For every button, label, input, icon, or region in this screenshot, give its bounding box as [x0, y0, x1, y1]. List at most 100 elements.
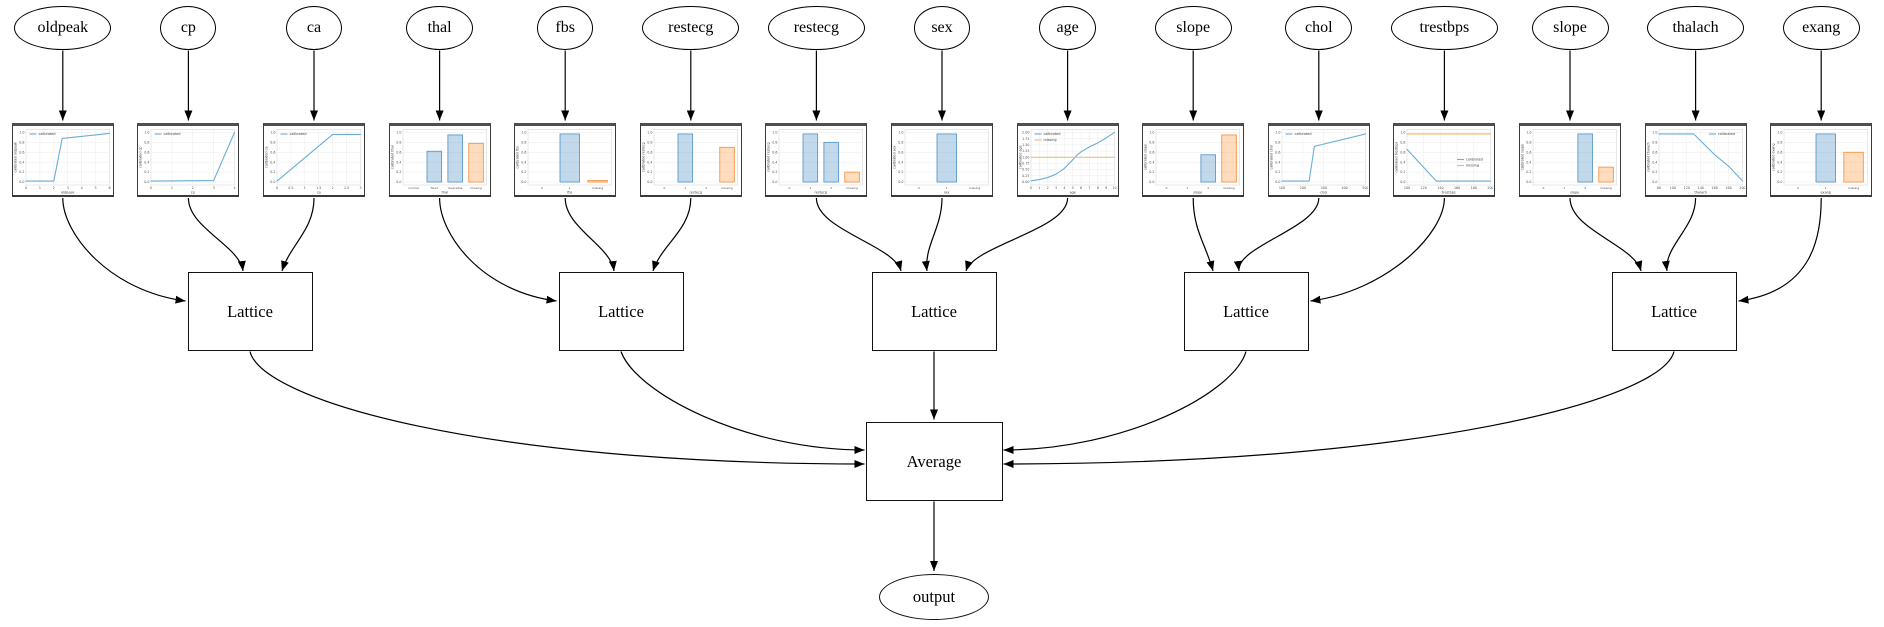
- edge-chart-to-lattice-5: [1738, 197, 1822, 304]
- svg-text:100: 100: [1279, 186, 1285, 190]
- svg-text:1: 1: [810, 186, 812, 190]
- svg-text:restecg: restecg: [815, 191, 828, 195]
- feature-label: thal: [427, 19, 452, 36]
- svg-text:slope: slope: [1570, 191, 1579, 195]
- svg-text:calibrated exang: calibrated exang: [1772, 143, 1776, 171]
- svg-text:calibrated ca: calibrated ca: [265, 147, 269, 168]
- svg-text:0: 0: [1166, 186, 1168, 190]
- svg-text:4: 4: [234, 186, 236, 190]
- svg-text:0.75: 0.75: [1022, 162, 1029, 166]
- edge-chart-to-lattice-4: [1310, 197, 1445, 304]
- edge-chart-to-lattice-1: [62, 197, 186, 304]
- svg-text:0.4: 0.4: [1401, 160, 1406, 164]
- svg-text:1: 1: [1563, 186, 1565, 190]
- feature-node-thal: thal: [406, 6, 473, 50]
- svg-text:0.4: 0.4: [647, 160, 652, 164]
- rect-node-label: output: [912, 587, 956, 606]
- svg-text:5: 5: [1071, 186, 1073, 190]
- svg-text:200: 200: [1300, 186, 1306, 190]
- svg-text:1.75: 1.75: [1022, 137, 1029, 141]
- svg-text:0.0: 0.0: [396, 180, 401, 184]
- svg-text:0.2: 0.2: [19, 170, 24, 174]
- svg-text:0.6: 0.6: [1149, 150, 1154, 154]
- svg-text:1.0: 1.0: [647, 131, 652, 135]
- svg-text:3: 3: [1055, 186, 1057, 190]
- rect-node-label: Lattice: [598, 301, 644, 321]
- lattice-node-5: Lattice: [1611, 272, 1737, 351]
- svg-text:4: 4: [1063, 186, 1065, 190]
- svg-text:2: 2: [332, 186, 334, 190]
- svg-text:0.50: 0.50: [1022, 168, 1029, 172]
- feature-label: chol: [1305, 19, 1333, 36]
- svg-text:0.2: 0.2: [521, 170, 526, 174]
- svg-text:0.0: 0.0: [898, 180, 903, 184]
- feature-node-fbs: fbs: [536, 6, 594, 50]
- svg-text:1: 1: [171, 186, 173, 190]
- svg-text:0.0: 0.0: [1777, 180, 1782, 184]
- svg-text:100: 100: [1669, 186, 1675, 190]
- svg-text:0: 0: [276, 186, 278, 190]
- edge-lattice4-to-average: [1003, 351, 1247, 454]
- svg-text:0.4: 0.4: [270, 160, 275, 164]
- svg-text:0.2: 0.2: [1149, 170, 1154, 174]
- svg-text:200: 200: [1488, 186, 1494, 190]
- svg-text:140: 140: [1697, 186, 1703, 190]
- svg-text:9: 9: [1105, 186, 1107, 190]
- edge-lattice1-to-average: [249, 351, 865, 468]
- svg-text:missing: missing: [1600, 186, 1612, 190]
- svg-text:0.6: 0.6: [647, 150, 652, 154]
- svg-text:calibrated: calibrated: [290, 132, 307, 136]
- svg-text:160: 160: [1711, 186, 1717, 190]
- svg-text:1: 1: [1187, 186, 1189, 190]
- lattice-node-4: Lattice: [1183, 272, 1309, 351]
- svg-text:0.4: 0.4: [1777, 160, 1782, 164]
- feature-label: thalach: [1672, 19, 1719, 36]
- svg-text:0.0: 0.0: [145, 180, 150, 184]
- svg-text:missing: missing: [1223, 186, 1235, 190]
- svg-text:0.6: 0.6: [521, 150, 526, 154]
- svg-text:400: 400: [1341, 186, 1347, 190]
- svg-text:calibrated trestbps: calibrated trestbps: [1395, 141, 1399, 172]
- svg-text:calibrated: calibrated: [1466, 158, 1483, 162]
- svg-text:1.0: 1.0: [1652, 131, 1657, 135]
- svg-text:0.2: 0.2: [773, 170, 778, 174]
- svg-text:6: 6: [108, 186, 110, 190]
- svg-text:0.6: 0.6: [1526, 150, 1531, 154]
- feature-node-exang: exang: [1782, 6, 1860, 50]
- svg-text:0.00: 0.00: [1022, 180, 1029, 184]
- svg-text:0.2: 0.2: [898, 170, 903, 174]
- svg-text:slope: slope: [1193, 191, 1202, 195]
- svg-text:age: age: [1069, 191, 1075, 195]
- svg-text:fixed: fixed: [430, 186, 437, 190]
- svg-text:1.0: 1.0: [898, 131, 903, 135]
- edge-chart-to-lattice-2: [652, 197, 692, 272]
- svg-text:ca: ca: [317, 191, 321, 195]
- svg-text:missing: missing: [1043, 138, 1056, 142]
- svg-text:1.0: 1.0: [1149, 131, 1154, 135]
- svg-text:calibrated restecg: calibrated restecg: [641, 142, 645, 172]
- svg-text:0.8: 0.8: [1401, 140, 1406, 144]
- svg-text:0: 0: [663, 186, 665, 190]
- svg-text:0.4: 0.4: [396, 160, 401, 164]
- svg-text:3: 3: [66, 186, 68, 190]
- svg-text:calibrated: calibrated: [1043, 132, 1060, 136]
- svg-text:calibrated sex: calibrated sex: [893, 146, 897, 169]
- svg-text:0.8: 0.8: [647, 140, 652, 144]
- svg-text:1: 1: [39, 186, 41, 190]
- svg-text:1.0: 1.0: [396, 131, 401, 135]
- svg-text:0.2: 0.2: [1275, 170, 1280, 174]
- svg-text:0.0: 0.0: [521, 180, 526, 184]
- svg-text:0.0: 0.0: [19, 180, 24, 184]
- svg-text:oldpeak: oldpeak: [61, 191, 74, 195]
- svg-text:missing: missing: [592, 186, 604, 190]
- feature-node-restecg: restecg: [642, 6, 740, 50]
- svg-text:1.50: 1.50: [1022, 143, 1029, 147]
- edge-chart-to-lattice-3: [921, 197, 943, 272]
- rect-node-label: Lattice: [227, 301, 273, 321]
- feature-node-oldpeak: oldpeak: [14, 6, 112, 50]
